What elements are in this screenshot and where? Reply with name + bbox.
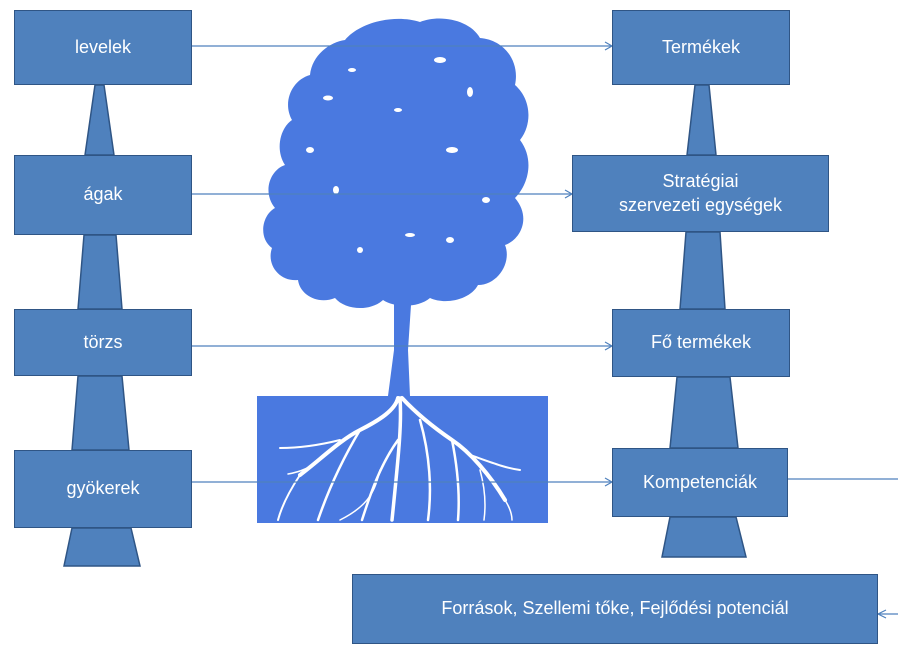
box-agak-label: ágak [83,184,123,205]
connectors [192,41,898,619]
left-pyramid-base [63,527,141,567]
box-gyokerek-label: gyökerek [66,478,140,499]
left-pyramid [63,84,141,567]
left-pyramid-segment-2 [77,234,123,310]
box-levelek-label: levelek [74,36,132,57]
box-gyokerek: gyökerek [14,450,192,528]
canopy-highlights [306,57,490,253]
right-pyramid-segment-2 [679,231,726,310]
tree-canopy [263,18,529,309]
box-strategiai-szervezeti-egysegek: Stratégiai szervezeti egységek [572,155,829,232]
box-termekek: Termékek [612,10,790,85]
box-agak: ágak [14,155,192,235]
arrowhead-5 [876,609,887,619]
box-fo-termekek: Fő termékek [612,309,790,377]
box-torzs: törzs [14,309,192,376]
tree-trunk [388,290,412,396]
soil-block [257,396,548,523]
right-pyramid-base [661,516,747,558]
right-pyramid [661,84,747,558]
right-pyramid-segment-3 [669,376,739,449]
tree-silhouette-icon [257,18,548,523]
box-torzs-label: törzs [83,331,123,352]
box-kompetenciak-label: Kompetenciák [642,471,758,492]
box-kompetenciak: Kompetenciák [612,448,788,517]
box-strategiai-label: Stratégiai szervezeti egységek [618,171,783,215]
box-termekek-label: Termékek [661,36,741,57]
box-forrasok-label: Források, Szellemi tőke, Fejlődési poten… [441,598,789,619]
box-fo-termekek-label: Fő termékek [650,332,752,353]
right-pyramid-segment-1 [686,84,717,156]
left-pyramid-segment-1 [84,84,115,156]
box-levelek: levelek [14,10,192,85]
left-pyramid-segment-3 [71,375,130,451]
box-forrasok: Források, Szellemi tőke, Fejlődési poten… [352,574,878,644]
